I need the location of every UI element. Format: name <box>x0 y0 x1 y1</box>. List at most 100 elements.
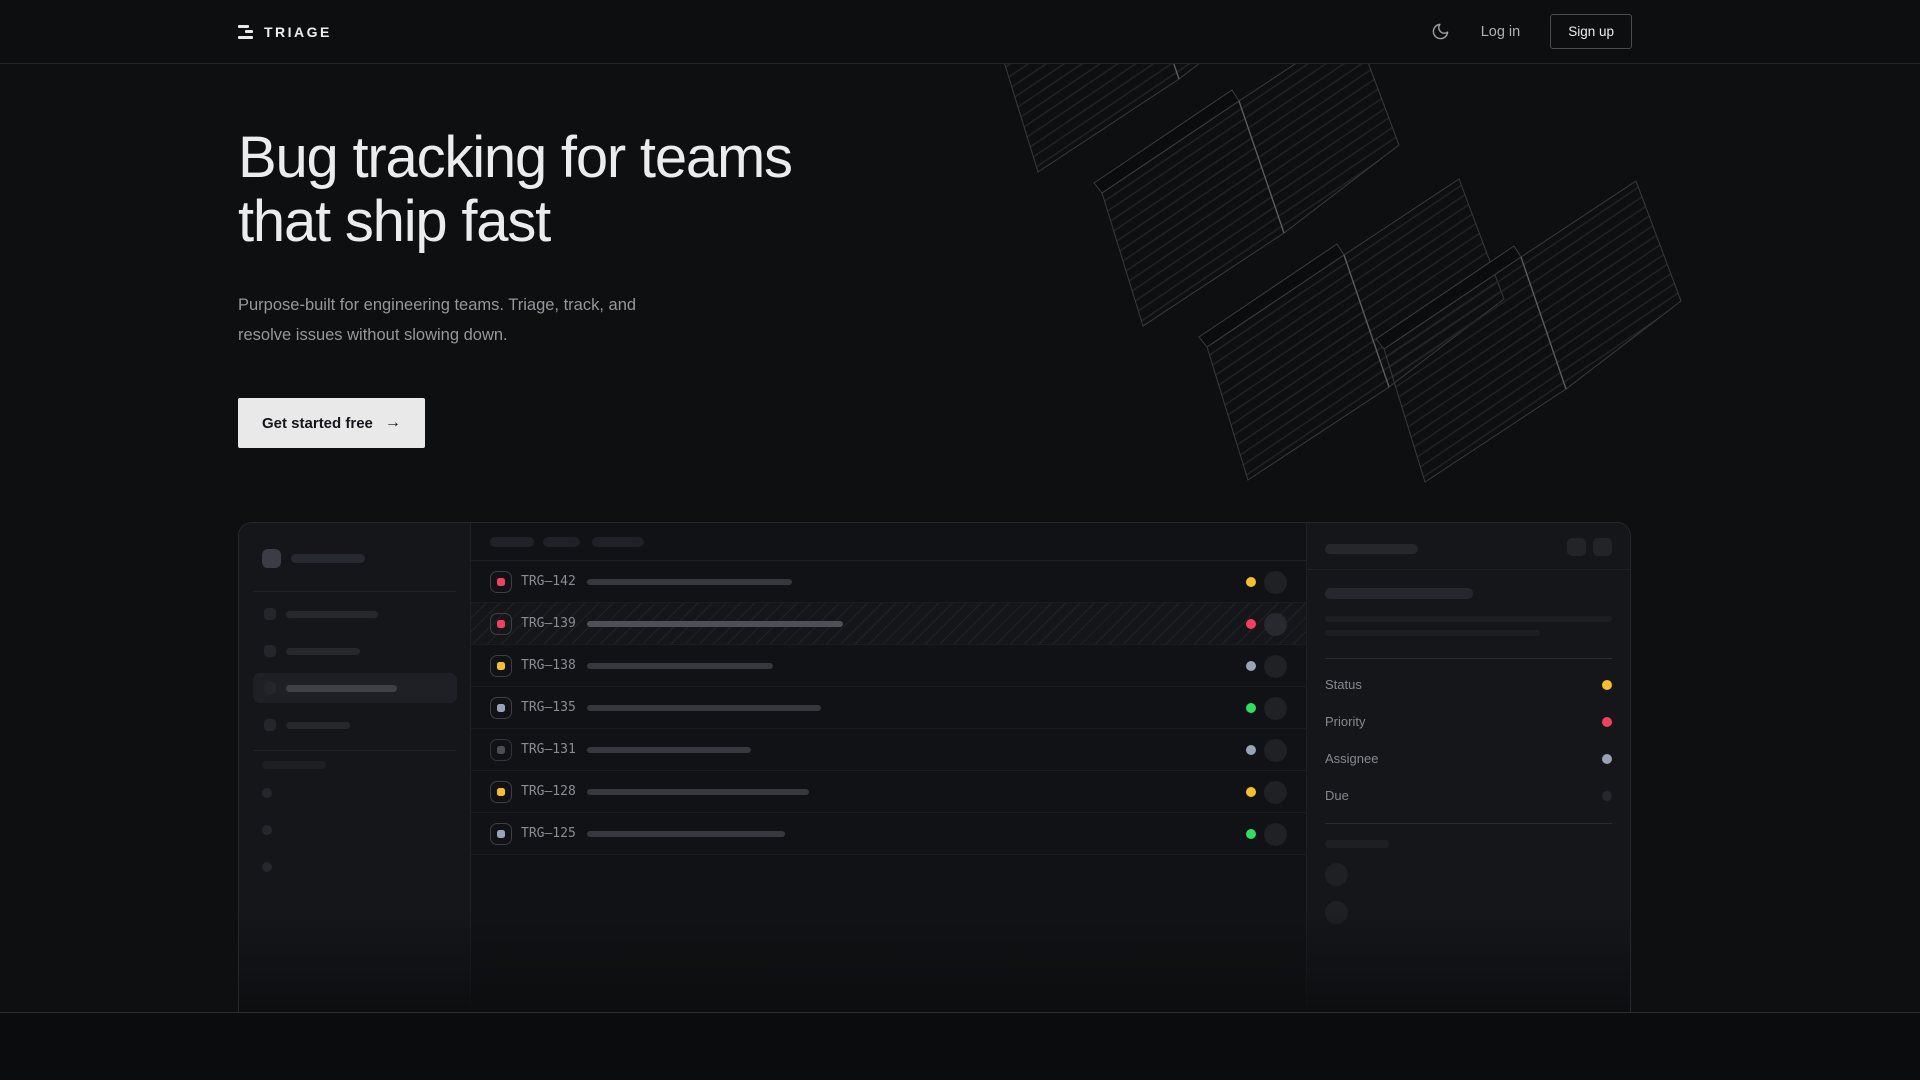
sidebar-nav-item-placeholder <box>253 636 457 666</box>
status-dot <box>1246 745 1256 755</box>
issue-id: TRG–128 <box>521 784 576 799</box>
field-label: Due <box>1325 788 1349 803</box>
issue-id: TRG–125 <box>521 826 576 841</box>
assignee-avatar-placeholder <box>1264 781 1287 804</box>
issue-id: TRG–139 <box>521 616 576 631</box>
panel-title-placeholder <box>1325 544 1418 554</box>
status-dot <box>1246 619 1256 629</box>
status-dot <box>1246 661 1256 671</box>
issue-title-placeholder <box>587 663 773 669</box>
triage-logo-icon <box>238 24 253 39</box>
filter-tab-placeholder <box>543 537 580 547</box>
panel-body: Status Priority Assignee Due <box>1307 588 1630 924</box>
issue-row: TRG–131 <box>471 729 1306 771</box>
issue-title-placeholder <box>1325 588 1473 599</box>
sidebar-nav-item-active-placeholder <box>253 673 457 703</box>
issue-row: TRG–135 <box>471 687 1306 729</box>
sidebar-section-placeholder <box>262 761 326 769</box>
workspace-avatar-placeholder <box>262 549 281 568</box>
workspace-name-placeholder <box>291 554 365 563</box>
arrow-right-icon: → <box>384 414 401 431</box>
hero-section: Bug tracking for teams that ship fast Pu… <box>0 64 1920 1013</box>
comment-avatar-placeholder <box>1325 863 1348 886</box>
theme-toggle-moon-icon[interactable] <box>1431 22 1451 42</box>
divider <box>253 591 456 592</box>
issue-type-icon <box>490 613 512 635</box>
field-value-dot <box>1602 716 1612 727</box>
field-row: Assignee <box>1325 740 1612 777</box>
issue-row: TRG–125 <box>471 813 1306 855</box>
issue-title-placeholder <box>587 621 843 627</box>
get-started-button[interactable]: Get started free → <box>238 398 425 448</box>
hero-title: Bug tracking for teams that ship fast <box>238 125 793 254</box>
issue-title-placeholder <box>587 705 821 711</box>
divider <box>1325 823 1612 824</box>
issue-title-placeholder <box>587 789 809 795</box>
hero-title-line1: Bug tracking for teams <box>238 125 793 190</box>
issue-id: TRG–142 <box>521 574 576 589</box>
navbar: TRIAGE Log in Sign up <box>0 0 1920 64</box>
status-dot <box>1246 703 1256 713</box>
issue-type-icon <box>490 823 512 845</box>
field-row: Priority <box>1325 703 1612 740</box>
activity-section-placeholder <box>1325 840 1389 848</box>
issue-list: TRG–142 TRG–139 TRG–138 <box>471 523 1306 1012</box>
sidebar-dot-placeholder <box>262 825 272 835</box>
mockup-sidebar <box>239 523 471 1012</box>
issue-id: TRG–131 <box>521 742 576 757</box>
sidebar-dot-placeholder <box>262 862 272 872</box>
field-value-dot <box>1602 790 1612 801</box>
field-value-dot <box>1602 679 1612 690</box>
login-link[interactable]: Log in <box>1480 23 1521 40</box>
divider <box>1325 658 1612 659</box>
assignee-avatar-placeholder <box>1264 571 1287 594</box>
sidebar-nav-item-placeholder <box>253 599 457 629</box>
hero-subtitle: Purpose-built for engineering teams. Tri… <box>238 290 636 350</box>
field-row: Due <box>1325 777 1612 814</box>
status-dot <box>1246 577 1256 587</box>
panel-header <box>1307 523 1630 570</box>
brand-name: TRIAGE <box>264 23 332 40</box>
issue-id: TRG–138 <box>521 658 576 673</box>
issue-title-placeholder <box>587 579 792 585</box>
field-label: Priority <box>1325 714 1366 729</box>
description-line-placeholder <box>1325 616 1612 622</box>
assignee-avatar-placeholder <box>1264 613 1287 636</box>
divider <box>253 750 456 751</box>
filter-tab-placeholder <box>490 537 534 547</box>
issue-row: TRG–142 <box>471 561 1306 603</box>
brand[interactable]: TRIAGE <box>238 24 332 40</box>
issue-row: TRG–128 <box>471 771 1306 813</box>
description-line-placeholder <box>1325 630 1540 636</box>
field-row: Status <box>1325 666 1612 703</box>
field-value-dot <box>1602 753 1612 764</box>
hero-subtitle-line2: resolve issues without slowing down. <box>238 326 508 344</box>
sidebar-dot-placeholder <box>262 788 272 798</box>
assignee-avatar-placeholder <box>1264 739 1287 762</box>
panel-action-placeholder <box>1593 538 1612 556</box>
issue-type-icon <box>490 739 512 761</box>
issue-type-icon <box>490 655 512 677</box>
nav-actions: Log in Sign up <box>1431 14 1632 49</box>
issue-type-icon <box>490 697 512 719</box>
assignee-avatar-placeholder <box>1264 697 1287 720</box>
assignee-avatar-placeholder <box>1264 655 1287 678</box>
hero-subtitle-line1: Purpose-built for engineering teams. Tri… <box>238 296 637 314</box>
panel-action-placeholder <box>1567 538 1586 556</box>
comment-avatar-placeholder <box>1325 901 1348 924</box>
filter-tab-placeholder <box>592 537 644 547</box>
issue-type-icon <box>490 781 512 803</box>
signup-button[interactable]: Sign up <box>1550 14 1632 49</box>
footer <box>0 1014 1920 1080</box>
issue-list-header <box>471 523 1306 561</box>
issue-type-icon <box>490 571 512 593</box>
assignee-avatar-placeholder <box>1264 823 1287 846</box>
status-dot <box>1246 787 1256 797</box>
field-label: Status <box>1325 677 1362 692</box>
issue-row: TRG–138 <box>471 645 1306 687</box>
issue-title-placeholder <box>587 831 785 837</box>
app-mockup: TRG–142 TRG–139 TRG–138 <box>238 522 1631 1012</box>
issue-detail-panel: Status Priority Assignee Due <box>1306 523 1630 1012</box>
get-started-label: Get started free <box>262 414 373 432</box>
field-label: Assignee <box>1325 751 1379 766</box>
